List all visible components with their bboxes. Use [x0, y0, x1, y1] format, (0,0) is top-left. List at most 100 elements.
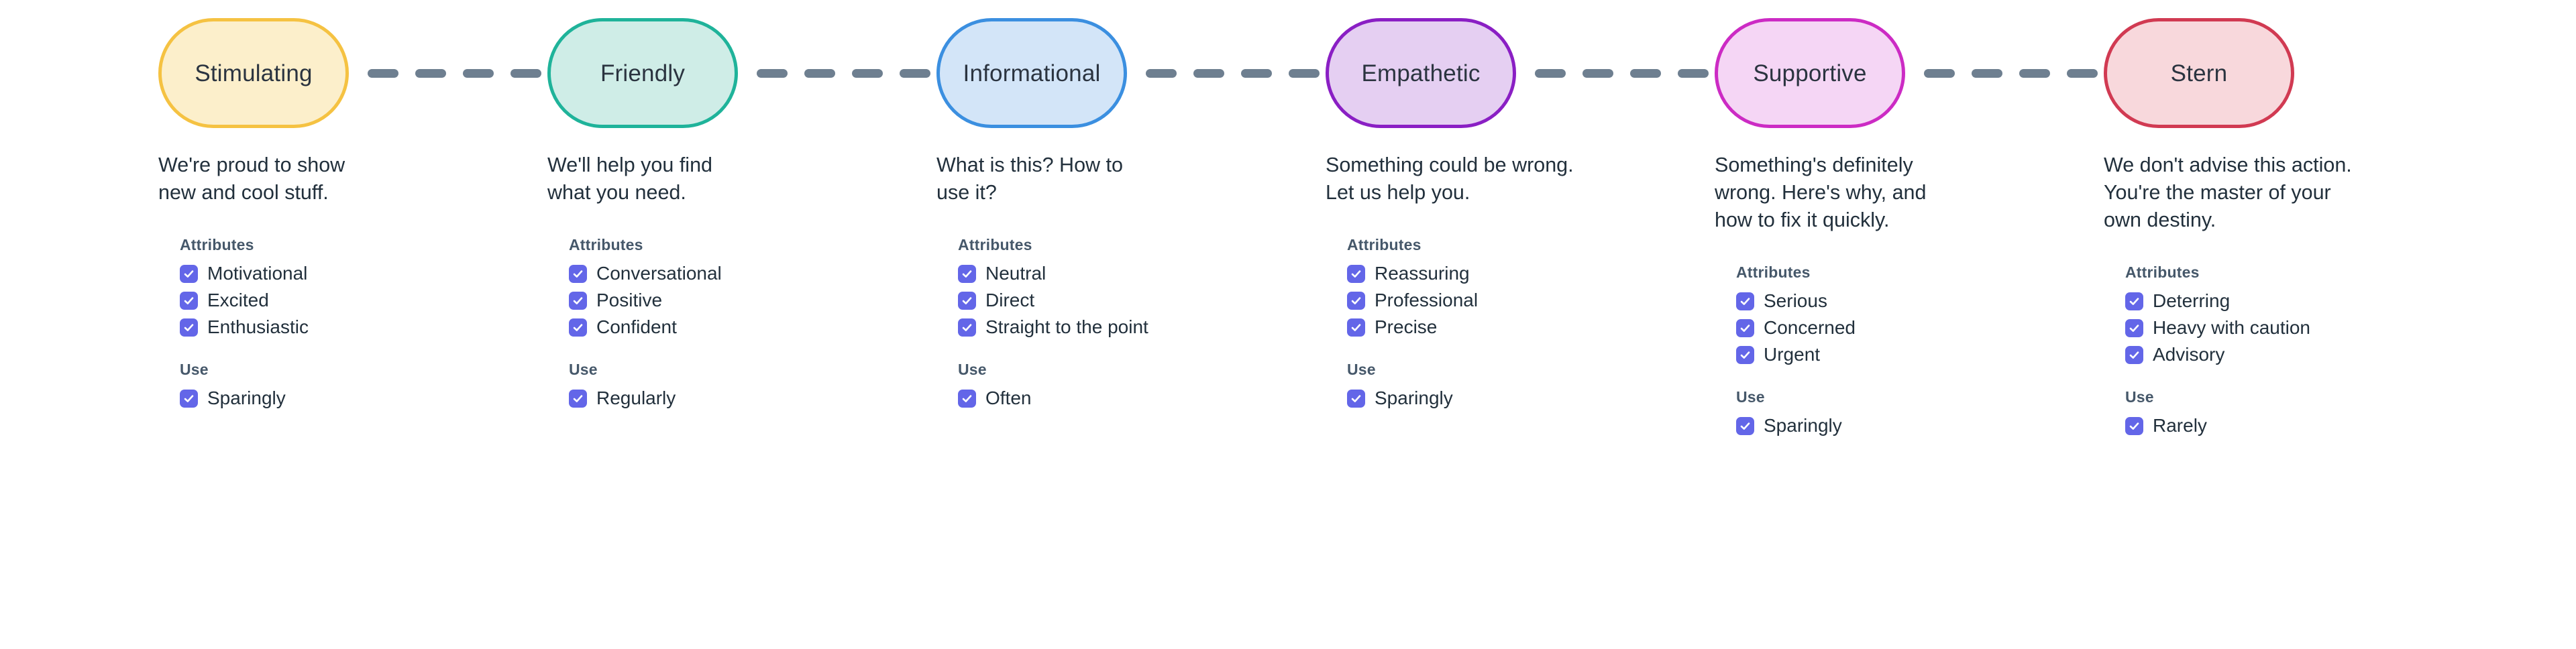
- check-icon[interactable]: [1736, 318, 1754, 337]
- checkbox-row[interactable]: Advisory: [2125, 341, 2506, 368]
- checkbox-row[interactable]: Sparingly: [1736, 412, 2104, 439]
- attribute-label: Professional: [1375, 290, 1479, 310]
- checkbox-row[interactable]: Confident: [569, 314, 936, 341]
- checkbox-row[interactable]: Often: [958, 385, 1326, 412]
- use-title: Use: [1347, 361, 1376, 378]
- check-icon[interactable]: [2125, 292, 2143, 310]
- use-label: Sparingly: [207, 388, 286, 408]
- checkbox-row[interactable]: Enthusiastic: [180, 314, 547, 341]
- check-icon[interactable]: [569, 264, 587, 283]
- pill-row: Stern: [2104, 0, 2506, 134]
- connector-dash: [1535, 68, 1566, 78]
- tone-description: Something could be wrong. Let us help yo…: [1326, 154, 1574, 204]
- checkbox-row[interactable]: Sparingly: [1347, 385, 1715, 412]
- attribute-label: Excited: [207, 290, 269, 310]
- tone-pill-stern[interactable]: Stern: [2104, 18, 2294, 128]
- pill-row: Empathetic: [1326, 0, 1715, 134]
- check-icon[interactable]: [1736, 416, 1754, 435]
- connector-dash: [1146, 68, 1177, 78]
- connector-dash: [415, 68, 446, 78]
- use-title: Use: [1736, 388, 1765, 406]
- checkbox-row[interactable]: Regularly: [569, 385, 936, 412]
- use-label: Rarely: [2153, 415, 2207, 436]
- tone-pill-stimulating[interactable]: Stimulating: [158, 18, 349, 128]
- check-icon[interactable]: [2125, 416, 2143, 435]
- check-icon[interactable]: [180, 264, 198, 283]
- checkbox-row[interactable]: Motivational: [180, 260, 547, 287]
- check-icon[interactable]: [2125, 345, 2143, 364]
- connector-dash: [2019, 68, 2050, 78]
- checkbox-row[interactable]: Conversational: [569, 260, 936, 287]
- checkbox-row[interactable]: Straight to the point: [958, 314, 1326, 341]
- attributes-title: Attributes: [569, 236, 643, 253]
- attribute-label: Deterring: [2153, 290, 2231, 311]
- checkbox-row[interactable]: Rarely: [2125, 412, 2506, 439]
- connector-dash: [1924, 68, 1955, 78]
- checkbox-row[interactable]: Direct: [958, 287, 1326, 314]
- connector-dash: [804, 68, 835, 78]
- checkbox-row[interactable]: Precise: [1347, 314, 1715, 341]
- tone-description: We'll help you find what you need.: [547, 154, 713, 204]
- tone-pill-empathetic[interactable]: Empathetic: [1326, 18, 1516, 128]
- tone-pill-friendly[interactable]: Friendly: [547, 18, 738, 128]
- check-icon[interactable]: [2125, 318, 2143, 337]
- attribute-label: Serious: [1764, 290, 1827, 311]
- checkbox-row[interactable]: Sparingly: [180, 385, 547, 412]
- attribute-label: Direct: [985, 290, 1035, 310]
- checkbox-row[interactable]: Urgent: [1736, 341, 2104, 368]
- checkbox-row[interactable]: Reassuring: [1347, 260, 1715, 287]
- dashed-connector: [738, 18, 949, 128]
- check-icon[interactable]: [1347, 318, 1365, 337]
- checkbox-row[interactable]: Excited: [180, 287, 547, 314]
- check-icon[interactable]: [180, 389, 198, 408]
- check-icon[interactable]: [1736, 345, 1754, 364]
- dashed-connector: [349, 18, 560, 128]
- attributes-title: Attributes: [2125, 263, 2200, 281]
- checkbox-row[interactable]: Serious: [1736, 288, 2104, 314]
- connector-dash: [1972, 68, 2002, 78]
- tone-description: Something's definitely wrong. Here's why…: [1715, 154, 1927, 231]
- use-label: Regularly: [596, 388, 676, 408]
- check-icon[interactable]: [569, 318, 587, 337]
- check-icon[interactable]: [569, 291, 587, 310]
- check-icon[interactable]: [180, 318, 198, 337]
- checkbox-row[interactable]: Professional: [1347, 287, 1715, 314]
- checkbox-row[interactable]: Deterring: [2125, 288, 2506, 314]
- connector-dash: [368, 68, 398, 78]
- checkbox-row[interactable]: Positive: [569, 287, 936, 314]
- tone-pill-informational[interactable]: Informational: [936, 18, 1127, 128]
- connector-dash: [1678, 68, 1709, 78]
- check-icon[interactable]: [180, 291, 198, 310]
- check-icon[interactable]: [569, 389, 587, 408]
- check-icon[interactable]: [958, 318, 976, 337]
- check-icon[interactable]: [1736, 292, 1754, 310]
- attributes-title: Attributes: [958, 236, 1032, 253]
- checkbox-row[interactable]: Heavy with caution: [2125, 314, 2506, 341]
- check-icon[interactable]: [958, 389, 976, 408]
- check-icon[interactable]: [958, 291, 976, 310]
- attributes-title: Attributes: [180, 236, 254, 253]
- attribute-label: Straight to the point: [985, 316, 1148, 337]
- tone-pill-supportive[interactable]: Supportive: [1715, 18, 1905, 128]
- checkbox-row[interactable]: Neutral: [958, 260, 1326, 287]
- check-icon[interactable]: [1347, 264, 1365, 283]
- attribute-label: Heavy with caution: [2153, 317, 2311, 338]
- check-icon[interactable]: [958, 264, 976, 283]
- check-icon[interactable]: [1347, 389, 1365, 408]
- check-icon[interactable]: [1347, 291, 1365, 310]
- checkbox-row[interactable]: Concerned: [1736, 314, 2104, 341]
- pill-row: Stimulating: [158, 0, 547, 134]
